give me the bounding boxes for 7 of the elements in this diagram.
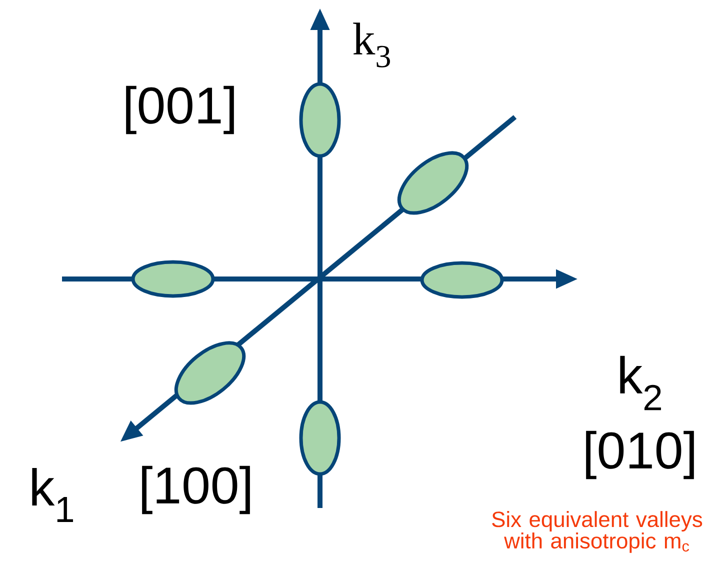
note-text: Six equivalent valleys with anisotropic m$_{c}$ [492, 511, 702, 553]
axis-label: k$_{3}$ [353, 22, 390, 68]
axis-label: k$_{2}$ [620, 356, 661, 410]
direction-label: [010] [586, 430, 694, 480]
axis-label: k$_{1}$ [32, 468, 74, 522]
direction-label: [001] [126, 86, 234, 134]
direction-label: [100] [142, 466, 250, 514]
